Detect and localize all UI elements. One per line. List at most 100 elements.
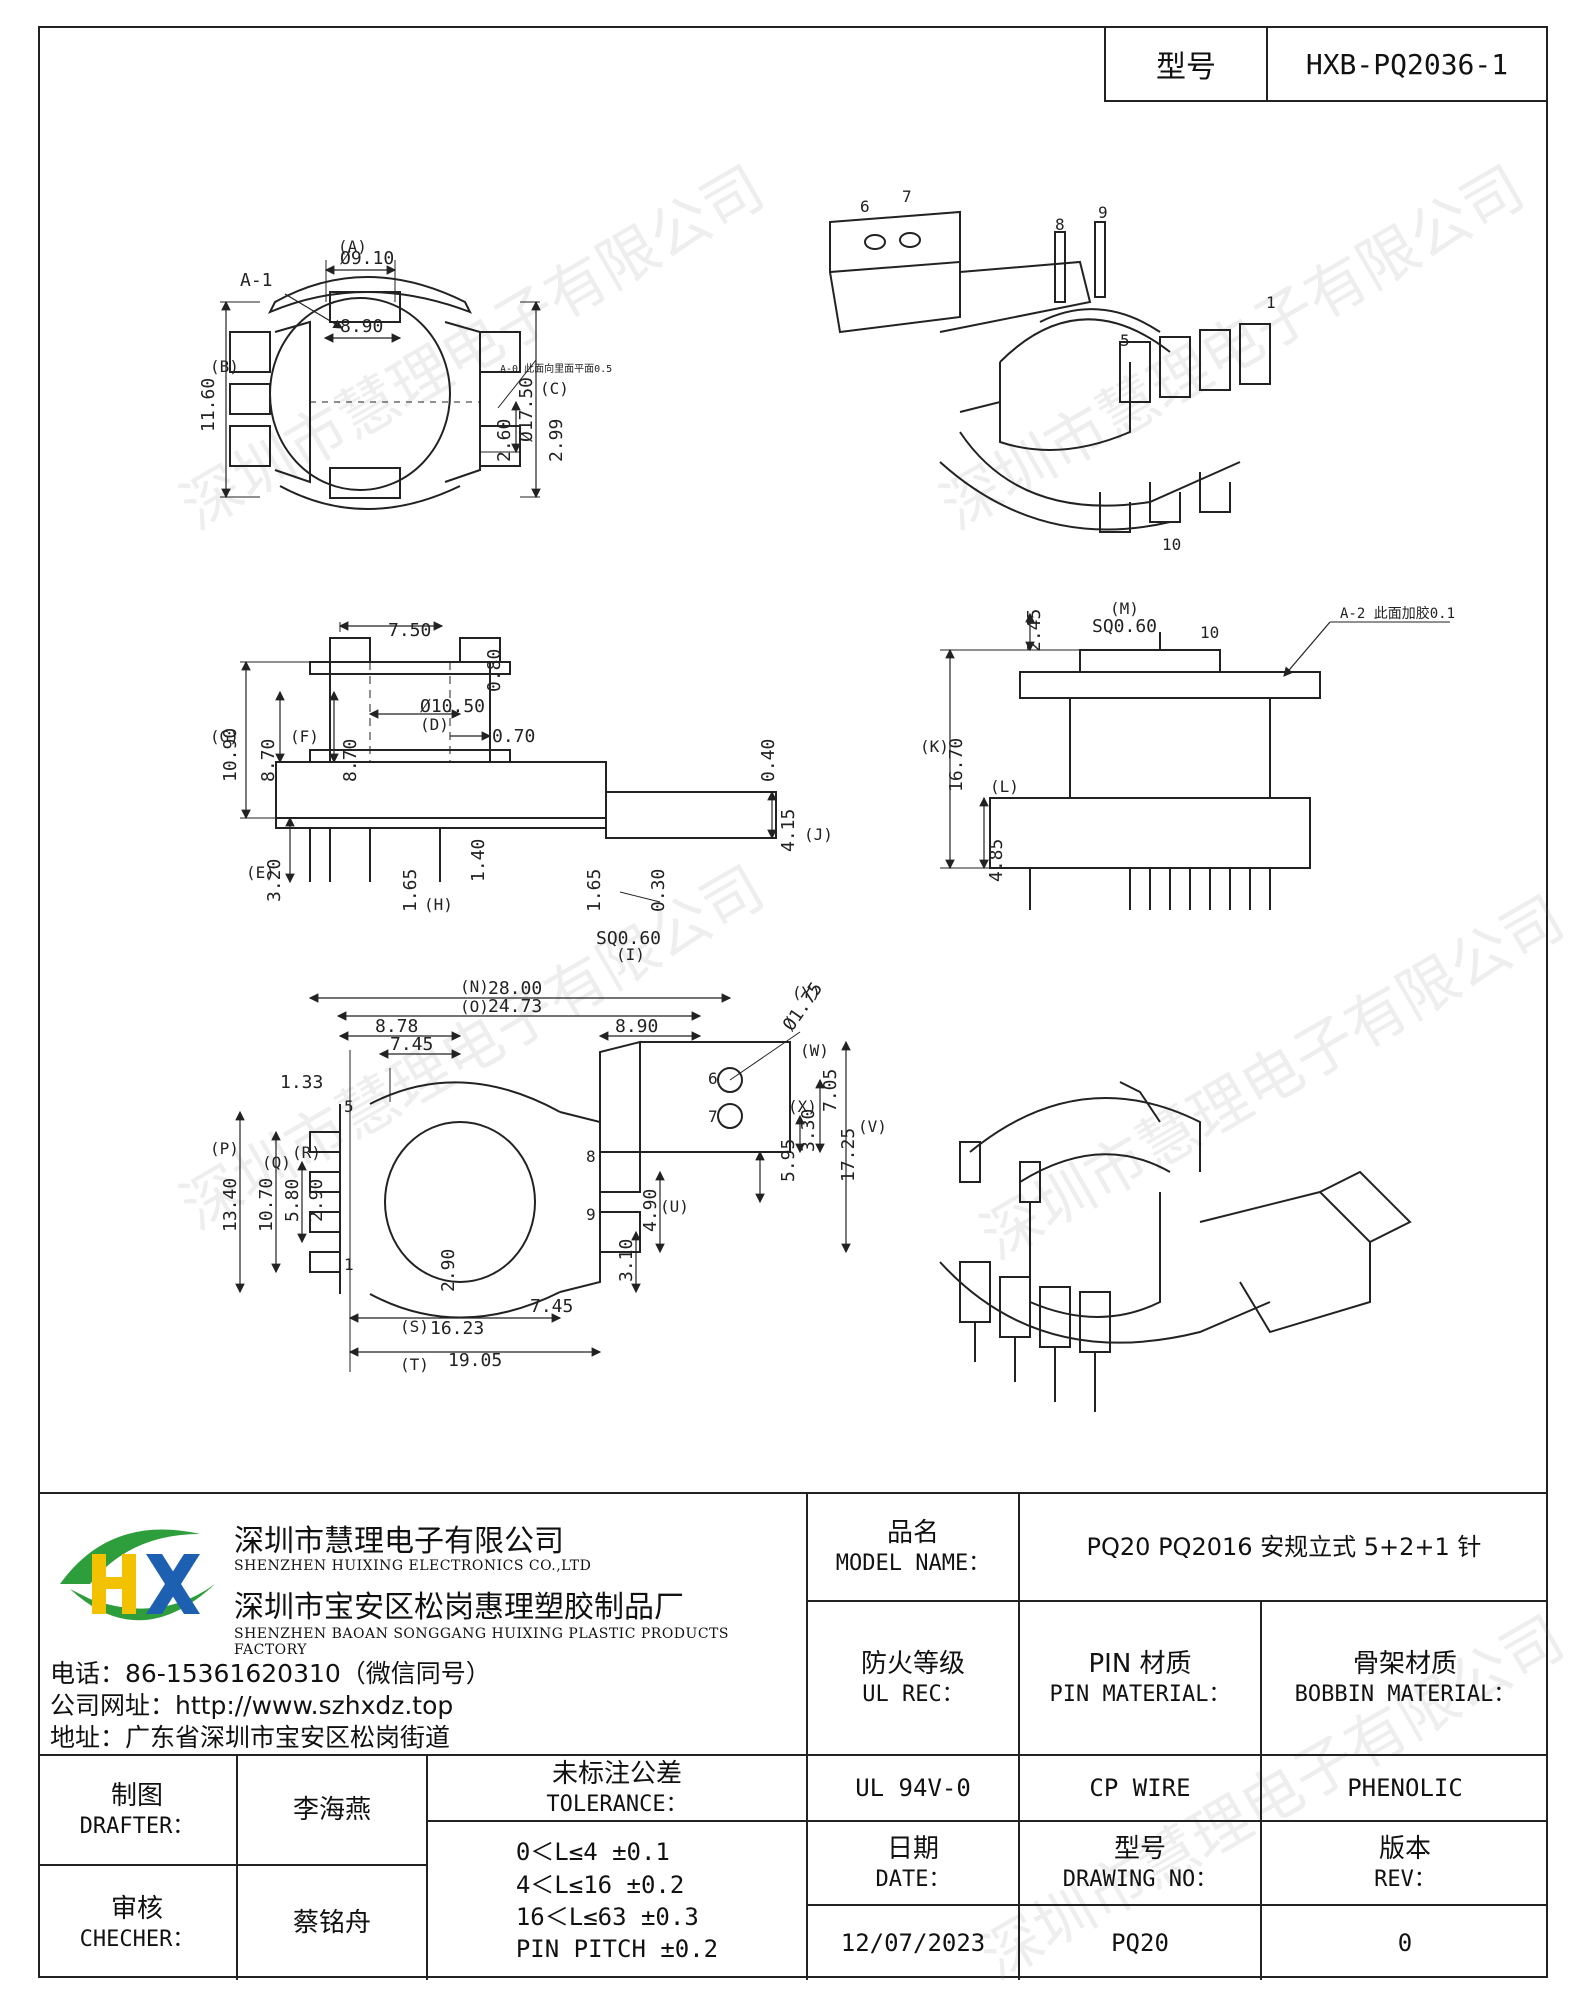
dim-value: 13.40 xyxy=(220,1178,241,1232)
tolerance-line: 16＜L≤63 ±0.3 xyxy=(515,1903,699,1931)
dim-label: (P) xyxy=(210,1139,239,1158)
dim-label: (F) xyxy=(290,727,319,746)
dim-label: (B) xyxy=(210,357,239,376)
dim-value: 7.45 xyxy=(390,1034,433,1055)
company-phone: 电话：86-15361620310（微信同号） xyxy=(50,1659,491,1688)
pin-number: 7 xyxy=(902,187,912,206)
pin-number: 6 xyxy=(708,1069,718,1088)
tolerance-line: 4＜L≤16 ±0.2 xyxy=(515,1870,685,1899)
bobbin-material-value: PHENOLIC xyxy=(1262,1756,1548,1822)
fire-rating-label-en: UL REC： xyxy=(862,1681,964,1707)
tolerance-label: 未标注公差 TOLERANCE： xyxy=(428,1756,808,1822)
top-view xyxy=(220,260,541,510)
rev-label-zh: 版本 xyxy=(1378,1834,1431,1864)
pin-number: 8 xyxy=(1055,215,1065,234)
dim-value: 24.73 xyxy=(488,996,542,1017)
dim-value: 3.30 xyxy=(798,1109,819,1152)
drafter-label-zh: 制图 xyxy=(110,1781,163,1811)
factory-name-en: SHENZHEN BAOAN SONGGANG HUIXING PLASTIC … xyxy=(234,1626,729,1658)
dim-label: (I) xyxy=(616,945,645,964)
model-name-label-zh: 品名 xyxy=(886,1518,939,1548)
company-website[interactable]: 公司网址：http://www.szhxdz.top xyxy=(50,1691,454,1720)
dim-value: SQ0.60 xyxy=(596,928,661,949)
checker-label-en: CHECHER： xyxy=(79,1926,195,1952)
date-label: 日期 DATE： xyxy=(808,1822,1020,1906)
model-name-label: 品名 MODEL NAME： xyxy=(808,1494,1020,1602)
dim-value: 4.15 xyxy=(778,809,799,852)
pin-number: 5 xyxy=(344,1097,354,1116)
pin-number: 7 xyxy=(708,1107,718,1126)
fire-rating-label: 防火等级 UL REC： xyxy=(808,1602,1020,1756)
dim-value: Ø1.75 xyxy=(779,978,827,1034)
pin-material-label-en: PIN MATERIAL： xyxy=(1049,1681,1231,1707)
dim-value: 2.60 xyxy=(494,419,515,462)
drawing-no-label: 型号 DRAWING NO： xyxy=(1020,1822,1262,1906)
tolerance-line: PIN PITCH ±0.2 xyxy=(515,1935,719,1964)
model-name-value-text: PQ20 PQ2016 安规立式 5+2+1 针 xyxy=(1086,1533,1482,1561)
pin-material-label-zh: PIN 材质 xyxy=(1088,1649,1192,1679)
company-address: 地址：广东省深圳市宝安区松岗街道 xyxy=(50,1723,451,1752)
bobbin-material-label: 骨架材质 BOBBIN MATERIAL： xyxy=(1262,1602,1548,1756)
model-name-value: PQ20 PQ2016 安规立式 5+2+1 针 xyxy=(1020,1494,1548,1602)
dim-label: (X) xyxy=(788,1097,817,1116)
model-number-box: 型号 HXB-PQ2036-1 xyxy=(1104,26,1548,102)
dim-value: 8.70 xyxy=(258,739,279,782)
dim-label: (R) xyxy=(292,1143,321,1162)
pin-material-label: PIN 材质 PIN MATERIAL： xyxy=(1020,1602,1262,1756)
dim-value: 28.00 xyxy=(488,978,542,999)
tolerance-label-en: TOLERANCE： xyxy=(546,1791,688,1817)
dim-label: (O) xyxy=(460,997,489,1016)
dim-value: 5.80 xyxy=(282,1179,303,1222)
dim-label: (Y) xyxy=(792,983,821,1002)
drawing-frame xyxy=(38,26,1548,1978)
dim-value: 11.60 xyxy=(198,378,219,432)
dim-value: 8.90 xyxy=(340,316,383,337)
rev-label-en: REV： xyxy=(1374,1866,1436,1892)
dim-label: (N) xyxy=(460,977,489,996)
dim-label: (A) xyxy=(338,237,367,256)
drafter-label-en: DRAFTER： xyxy=(79,1813,195,1839)
dim-value: 1.65 xyxy=(400,869,421,912)
dim-value: 1.40 xyxy=(468,839,489,882)
pin-number: 9 xyxy=(586,1205,596,1224)
dim-value: 3.20 xyxy=(264,859,285,902)
dim-value: 2.45 xyxy=(1024,609,1045,652)
bottom-view xyxy=(235,993,851,1372)
dim-value: 3.10 xyxy=(616,1239,637,1282)
bobbin-material-value-text: PHENOLIC xyxy=(1347,1774,1463,1802)
drafter-name: 李海燕 xyxy=(238,1756,428,1866)
drawing-no-value-text: PQ20 xyxy=(1111,1929,1169,1957)
company-logo xyxy=(60,1529,215,1621)
company-name-cn: 深圳市慧理电子有限公司 xyxy=(234,1524,564,1559)
ref-label: A-1 xyxy=(240,270,273,291)
pin-number: 6 xyxy=(860,197,870,216)
drawing-no-value: PQ20 xyxy=(1020,1906,1262,1980)
title-block: 深圳市慧理电子有限公司 SHENZHEN HUIXING ELECTRONICS… xyxy=(38,1492,1548,1980)
date-value: 12/07/2023 xyxy=(808,1906,1020,1980)
date-label-en: DATE： xyxy=(875,1866,951,1892)
dim-label: (D) xyxy=(420,715,449,734)
dim-value: 5.95 xyxy=(778,1139,799,1182)
dim-value: 4.90 xyxy=(640,1189,661,1232)
fire-rating-label-zh: 防火等级 xyxy=(860,1649,965,1679)
dim-value: 10.90 xyxy=(220,728,241,782)
dim-label: (Q) xyxy=(262,1153,291,1172)
dim-value: 1.33 xyxy=(280,1072,323,1093)
dim-value: 2.99 xyxy=(546,419,567,462)
bobbin-material-label-en: BOBBIN MATERIAL： xyxy=(1294,1681,1516,1707)
dim-value: 1.65 xyxy=(584,869,605,912)
tolerance-label-zh: 未标注公差 xyxy=(551,1759,682,1789)
pin-number: 10 xyxy=(1200,623,1219,642)
dim-label: (T) xyxy=(400,1355,429,1374)
pin-number: 10 xyxy=(1162,535,1181,554)
company-info: 深圳市慧理电子有限公司 SHENZHEN HUIXING ELECTRONICS… xyxy=(38,1494,808,1756)
dim-value: 8.70 xyxy=(340,739,361,782)
company-name-en: SHENZHEN HUIXING ELECTRONICS CO.,LTD xyxy=(234,1558,592,1574)
dim-label: (K) xyxy=(920,737,949,756)
pin-number: 9 xyxy=(1098,203,1108,222)
dim-value: 7.50 xyxy=(388,620,431,641)
dim-value: 8.78 xyxy=(375,1016,418,1037)
dim-value: 16.23 xyxy=(430,1318,484,1339)
drawing-no-label-zh: 型号 xyxy=(1113,1834,1166,1864)
pin-material-value-text: CP WIRE xyxy=(1089,1774,1191,1802)
